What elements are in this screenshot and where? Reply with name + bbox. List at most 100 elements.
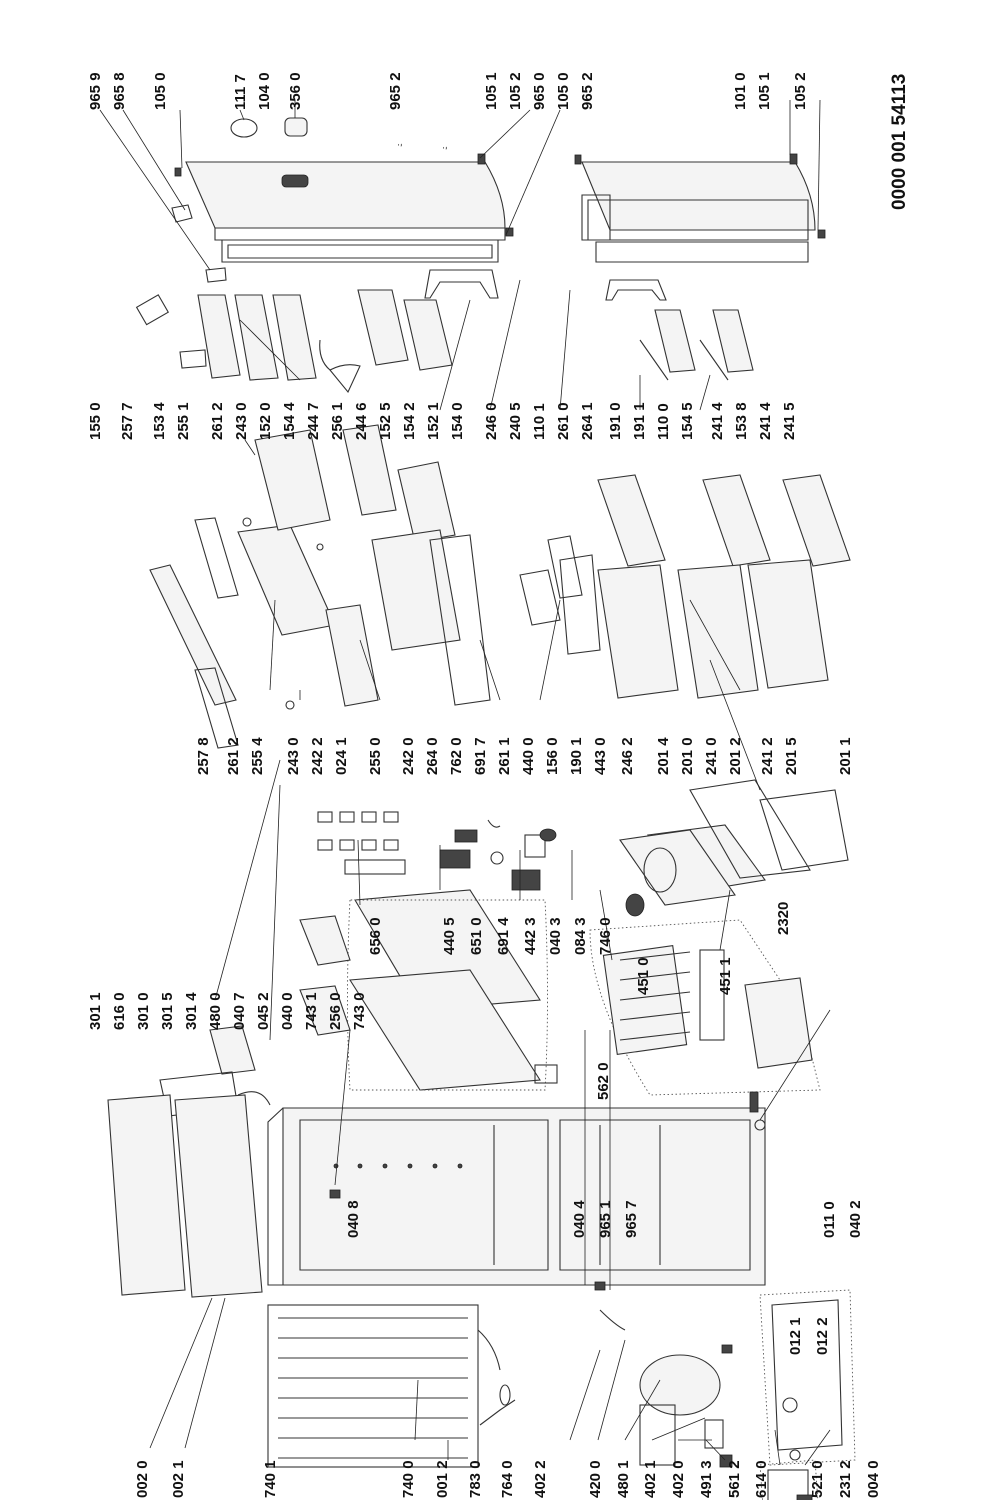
- bracket: [534, 1064, 558, 1084]
- label-402-0: 402 0: [670, 1460, 687, 1498]
- label-201-2: 201 2: [727, 737, 744, 775]
- label-105-0: 105 0: [152, 72, 169, 110]
- leader-lines: [99, 99, 831, 1466]
- label-491-3: 491 3: [698, 1460, 715, 1498]
- top-small-parts: [171, 117, 826, 283]
- label-241-0: 241 0: [703, 737, 720, 775]
- label-001-2: 001 2: [434, 1460, 451, 1498]
- label-040-0: 040 0: [279, 992, 296, 1030]
- label-240-5: 240 5: [507, 402, 524, 440]
- label-201-0: 201 0: [679, 737, 696, 775]
- label-965-0: 965 0: [531, 72, 548, 110]
- label-301-4: 301 4: [183, 992, 200, 1030]
- label-011-0: 011 0: [821, 1201, 838, 1238]
- label-440-5: 440 5: [441, 917, 458, 955]
- label-201-4: 201 4: [655, 737, 672, 775]
- label-480-0: 480 0: [207, 992, 224, 1030]
- label-743-0: 743 0: [351, 992, 368, 1030]
- label-104-0: 104 0: [256, 72, 273, 110]
- label-402-1: 402 1: [642, 1460, 659, 1498]
- label-965-2: 965 2: [387, 72, 404, 110]
- label-241-4-b: 241 4: [757, 402, 774, 440]
- label-256-0: 256 0: [327, 992, 344, 1030]
- label-246-2: 246 2: [619, 737, 636, 775]
- label-243-0: 243 0: [285, 737, 302, 775]
- label-356-0: 356 0: [287, 72, 304, 110]
- label-105-2-b: 105 2: [792, 72, 809, 110]
- label-002-0: 002 0: [134, 1460, 151, 1498]
- label-740-0: 740 0: [400, 1460, 417, 1498]
- label-301-0: 301 0: [135, 992, 152, 1030]
- label-154-2: 154 2: [401, 402, 418, 440]
- label-241-4: 241 4: [709, 402, 726, 440]
- label-443-0: 443 0: [592, 737, 609, 775]
- label-301-5: 301 5: [159, 992, 176, 1030]
- label-152-0: 152 0: [257, 402, 274, 440]
- drawing-number: 0000 001 54113: [889, 74, 910, 210]
- label-242-0: 242 0: [400, 737, 417, 775]
- label-002-1: 002 1: [170, 1460, 187, 1498]
- label-561-2: 561 2: [726, 1460, 743, 1498]
- label-614-0: 614 0: [753, 1460, 770, 1498]
- label-656-0: 656 0: [367, 917, 384, 955]
- label-965-7: 965 7: [623, 1200, 640, 1238]
- label-153-8: 153 8: [733, 402, 750, 440]
- compressor: [599, 1309, 733, 1468]
- freezer-drawers: [519, 474, 851, 699]
- label-191-1: 191 1: [631, 402, 648, 440]
- label-101-0: 101 0: [732, 72, 749, 110]
- label-261-0: 261 0: [555, 402, 572, 440]
- label-040-7: 040 7: [231, 992, 248, 1030]
- label-301-1: 301 1: [87, 992, 104, 1030]
- door-bins-freezer: [605, 279, 754, 381]
- label-451-0: 451 0: [635, 957, 652, 995]
- label-105-2: 105 2: [507, 72, 524, 110]
- part-labels: 002 0 002 1 740 1 740 0 001 2 783 0 764 …: [87, 72, 910, 1498]
- label-746-0: 746 0: [597, 917, 614, 955]
- label-261-1: 261 1: [496, 737, 513, 775]
- air-ducts: [159, 889, 548, 1123]
- freezer-door: [581, 161, 816, 263]
- label-105-0-b: 105 0: [555, 72, 572, 110]
- label-255-4: 255 4: [249, 737, 266, 775]
- label-243-0-b: 243 0: [233, 402, 250, 440]
- label-040-4: 040 4: [571, 1200, 588, 1238]
- label-244-6: 244 6: [353, 402, 370, 440]
- base-plate: [759, 1289, 856, 1500]
- label-040-3: 040 3: [547, 917, 564, 955]
- label-241-2: 241 2: [759, 737, 776, 775]
- parts-drawings: [107, 117, 856, 1500]
- evaporator-cover: [619, 779, 849, 917]
- label-691-4: 691 4: [495, 917, 512, 955]
- label-201-5: 201 5: [783, 737, 800, 775]
- label-045-2: 045 2: [255, 992, 272, 1030]
- label-153-4: 153 4: [151, 402, 168, 440]
- label-105-1-b: 105 1: [756, 72, 773, 110]
- label-110-0: 110 0: [655, 403, 672, 440]
- label-783-0: 783 0: [467, 1460, 484, 1498]
- label-152-5: 152 5: [377, 402, 394, 440]
- label-257-7: 257 7: [119, 402, 136, 440]
- control-parts: [317, 811, 557, 891]
- label-264-0: 264 0: [424, 737, 441, 775]
- label-451-1: 451 1: [717, 957, 734, 995]
- label-764-0: 764 0: [499, 1460, 516, 1498]
- hinge-bracket: [749, 1091, 759, 1113]
- label-740-1: 740 1: [262, 1460, 279, 1498]
- label-154-5: 154 5: [679, 402, 696, 440]
- label-012-2: 012 2: [814, 1317, 831, 1355]
- label-762-0: 762 0: [448, 737, 465, 775]
- fridge-shelves: [149, 424, 491, 749]
- label-442-3: 442 3: [522, 917, 539, 955]
- label-743-1: 743 1: [303, 992, 320, 1030]
- label-691-7: 691 7: [472, 737, 489, 775]
- label-242-2: 242 2: [309, 737, 326, 775]
- label-154-4: 154 4: [281, 402, 298, 440]
- label-156-0: 156 0: [544, 737, 561, 775]
- label-480-1: 480 1: [615, 1460, 632, 1498]
- evaporator: [589, 919, 821, 1096]
- side-panels: [107, 1094, 263, 1298]
- label-201-1: 201 1: [837, 737, 854, 775]
- label-110-1: 110 1: [531, 403, 548, 440]
